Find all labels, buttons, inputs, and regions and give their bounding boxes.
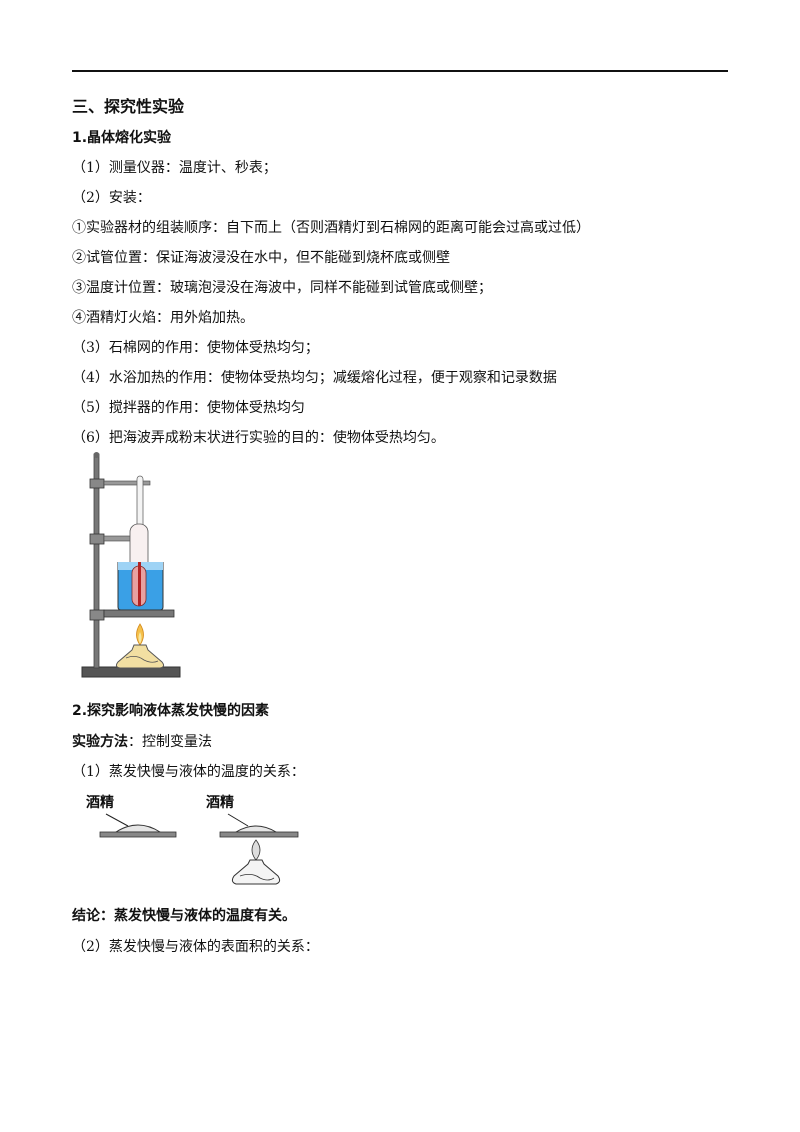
part2-item-1: （1）蒸发快慢与液体的温度的关系：: [72, 764, 305, 780]
part2-item-2: （2）蒸发快慢与液体的表面积的关系：: [72, 939, 319, 955]
evaporation-figure: 酒精 酒精: [78, 792, 308, 892]
method-label: 实验方法: [72, 734, 128, 750]
section-title: 三、探究性实验: [72, 97, 185, 116]
figure-label-left: 酒精: [86, 795, 114, 811]
method-value: ：控制变量法: [128, 734, 212, 750]
method-line: 实验方法：控制变量法: [72, 732, 212, 752]
part1-line-7: （3）石棉网的作用：使物体受热均匀；: [72, 340, 319, 356]
part2-title: 2.探究影响液体蒸发快慢的因素: [72, 703, 270, 719]
part1-title: 1.晶体熔化实验: [72, 130, 172, 146]
part1-line-10: （6）把海波弄成粉末状进行实验的目的：使物体受热均匀。: [72, 430, 445, 446]
part1-line-9: （5）搅拌器的作用：使物体受热均匀: [72, 400, 305, 416]
conclusion: 结论：蒸发快慢与液体的温度有关。: [72, 908, 296, 924]
part1-line-8: （4）水浴加热的作用：使物体受热均匀；减缓熔化过程，便于观察和记录数据: [72, 370, 557, 386]
part1-line-5: ③温度计位置：玻璃泡浸没在海波中，同样不能碰到试管底或侧壁；: [72, 280, 492, 296]
part1-line-6: ④酒精灯火焰：用外焰加热。: [72, 310, 254, 326]
melting-apparatus-figure: [81, 452, 181, 678]
part1-line-2: （2）安装：: [72, 190, 151, 206]
evaporation-drawing: [99, 813, 299, 885]
part1-line-4: ②试管位置：保证海波浸没在水中，但不能碰到烧杯底或侧壁: [72, 250, 450, 266]
figure-label-right: 酒精: [206, 795, 234, 811]
header-rule: [72, 70, 728, 72]
part1-line-1: （1）测量仪器：温度计、秒表；: [72, 160, 277, 176]
part1-line-3: ①实验器材的组装顺序：自下而上（否则酒精灯到石棉网的距离可能会过高或过低）: [72, 220, 590, 236]
